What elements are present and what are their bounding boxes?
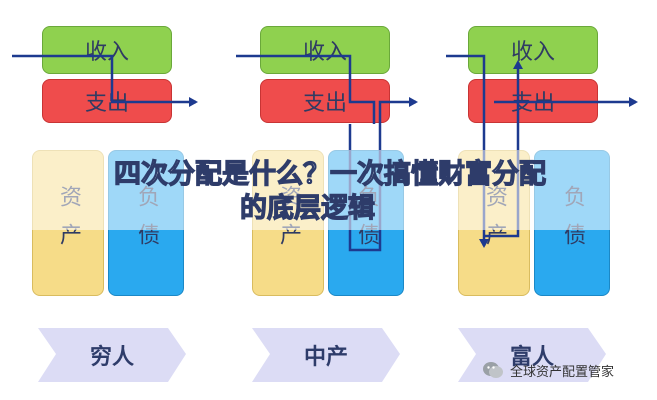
headline-band	[0, 150, 657, 230]
headline-line-1: 四次分配是什么？一次搞懂财富分配	[113, 158, 546, 190]
headline-text: 四次分配是什么？一次搞懂财富分配 的底层逻辑	[50, 158, 610, 226]
expense-box-middle: 支出	[260, 79, 390, 123]
headline-line-2: 的底层逻辑	[239, 192, 375, 224]
wechat-icon	[483, 362, 503, 378]
flow-arrow-middle-a	[236, 54, 376, 124]
watermark-text: 全球资产配置管家	[510, 364, 615, 380]
class-label-rich: 富人	[509, 345, 554, 370]
income-box-poor: 收入	[42, 26, 172, 74]
income-box-middle: 收入	[260, 26, 390, 74]
class-label-poor: 穷人	[89, 345, 134, 370]
class-label-middle: 中产	[303, 345, 348, 370]
flow-arrow-rich-b	[484, 60, 523, 238]
flow-arrow-poor	[12, 54, 198, 107]
income-box-rich: 收入	[468, 26, 598, 74]
chevron-bg-middle	[252, 328, 400, 382]
watermark: 全球资产配置管家	[482, 358, 652, 382]
chevron-bg-poor	[38, 328, 186, 382]
